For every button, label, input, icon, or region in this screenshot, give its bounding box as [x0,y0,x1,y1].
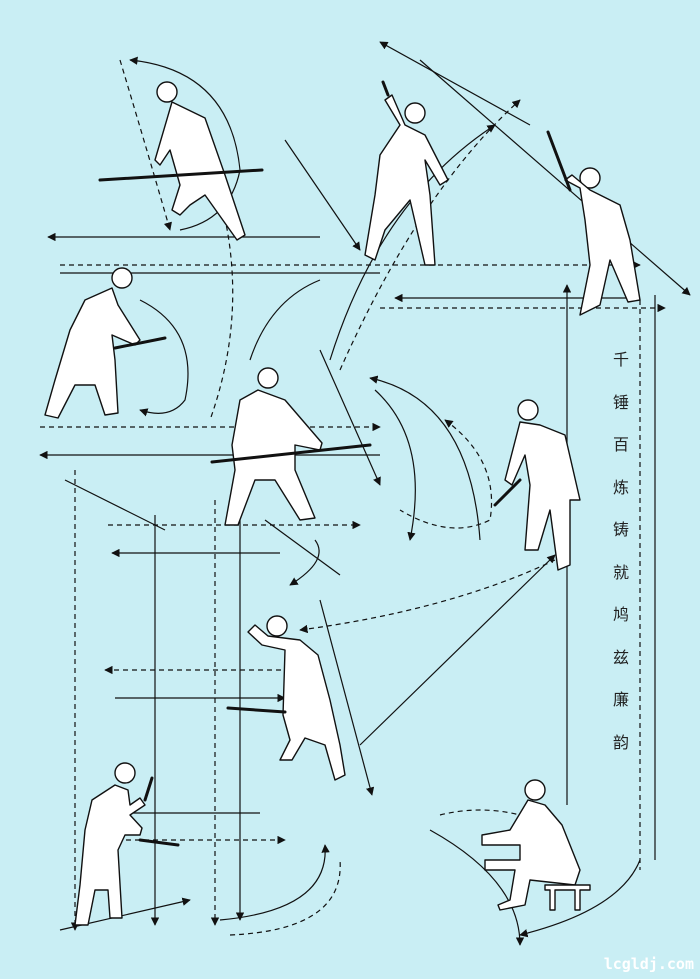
motion-lines [39,41,691,946]
slogan-char: 韵 [612,732,629,752]
slogan-char: 铸 [612,520,629,539]
figure-ladle-worker [98,81,264,241]
figure-mallet-worker-left [44,267,167,419]
slogan-char: 炼 [612,477,629,497]
slogan-char: 就 [612,562,629,582]
slogan-char: 千 [612,350,629,369]
figure-sledgehammer-right [546,130,641,316]
figure-tong-worker-bottom-left [74,762,180,926]
figure-ladle-worker-center [210,367,372,526]
vertical-slogan: 千 锤 百 炼 铸 就 鸠 兹 廉 韵 [608,350,634,775]
slogan-char: 锤 [612,392,629,412]
watermark: lcgldj.com [603,955,694,973]
figure-hammer-worker-right [493,399,581,571]
slogan-char: 鸠 [612,605,629,624]
slogan-char: 兹 [612,647,629,667]
slogan-char: 廉 [612,690,629,709]
figure-hammer-raiser-center [364,80,449,266]
figure-seated-worker-bottom-right [481,779,591,911]
slogan-char: 百 [612,435,629,454]
figure-hammer-worker-middle [226,615,346,781]
